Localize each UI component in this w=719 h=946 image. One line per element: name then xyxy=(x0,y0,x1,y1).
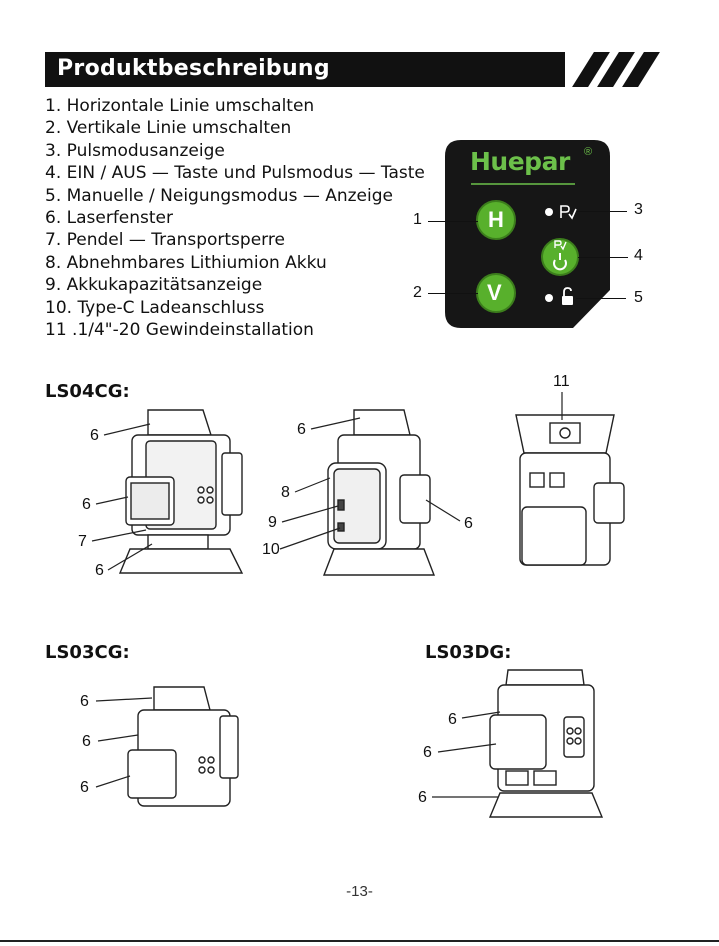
leader-line xyxy=(438,744,496,752)
leader-line xyxy=(462,712,500,718)
bottom-rule xyxy=(0,940,719,942)
page-number: -13- xyxy=(0,883,719,900)
